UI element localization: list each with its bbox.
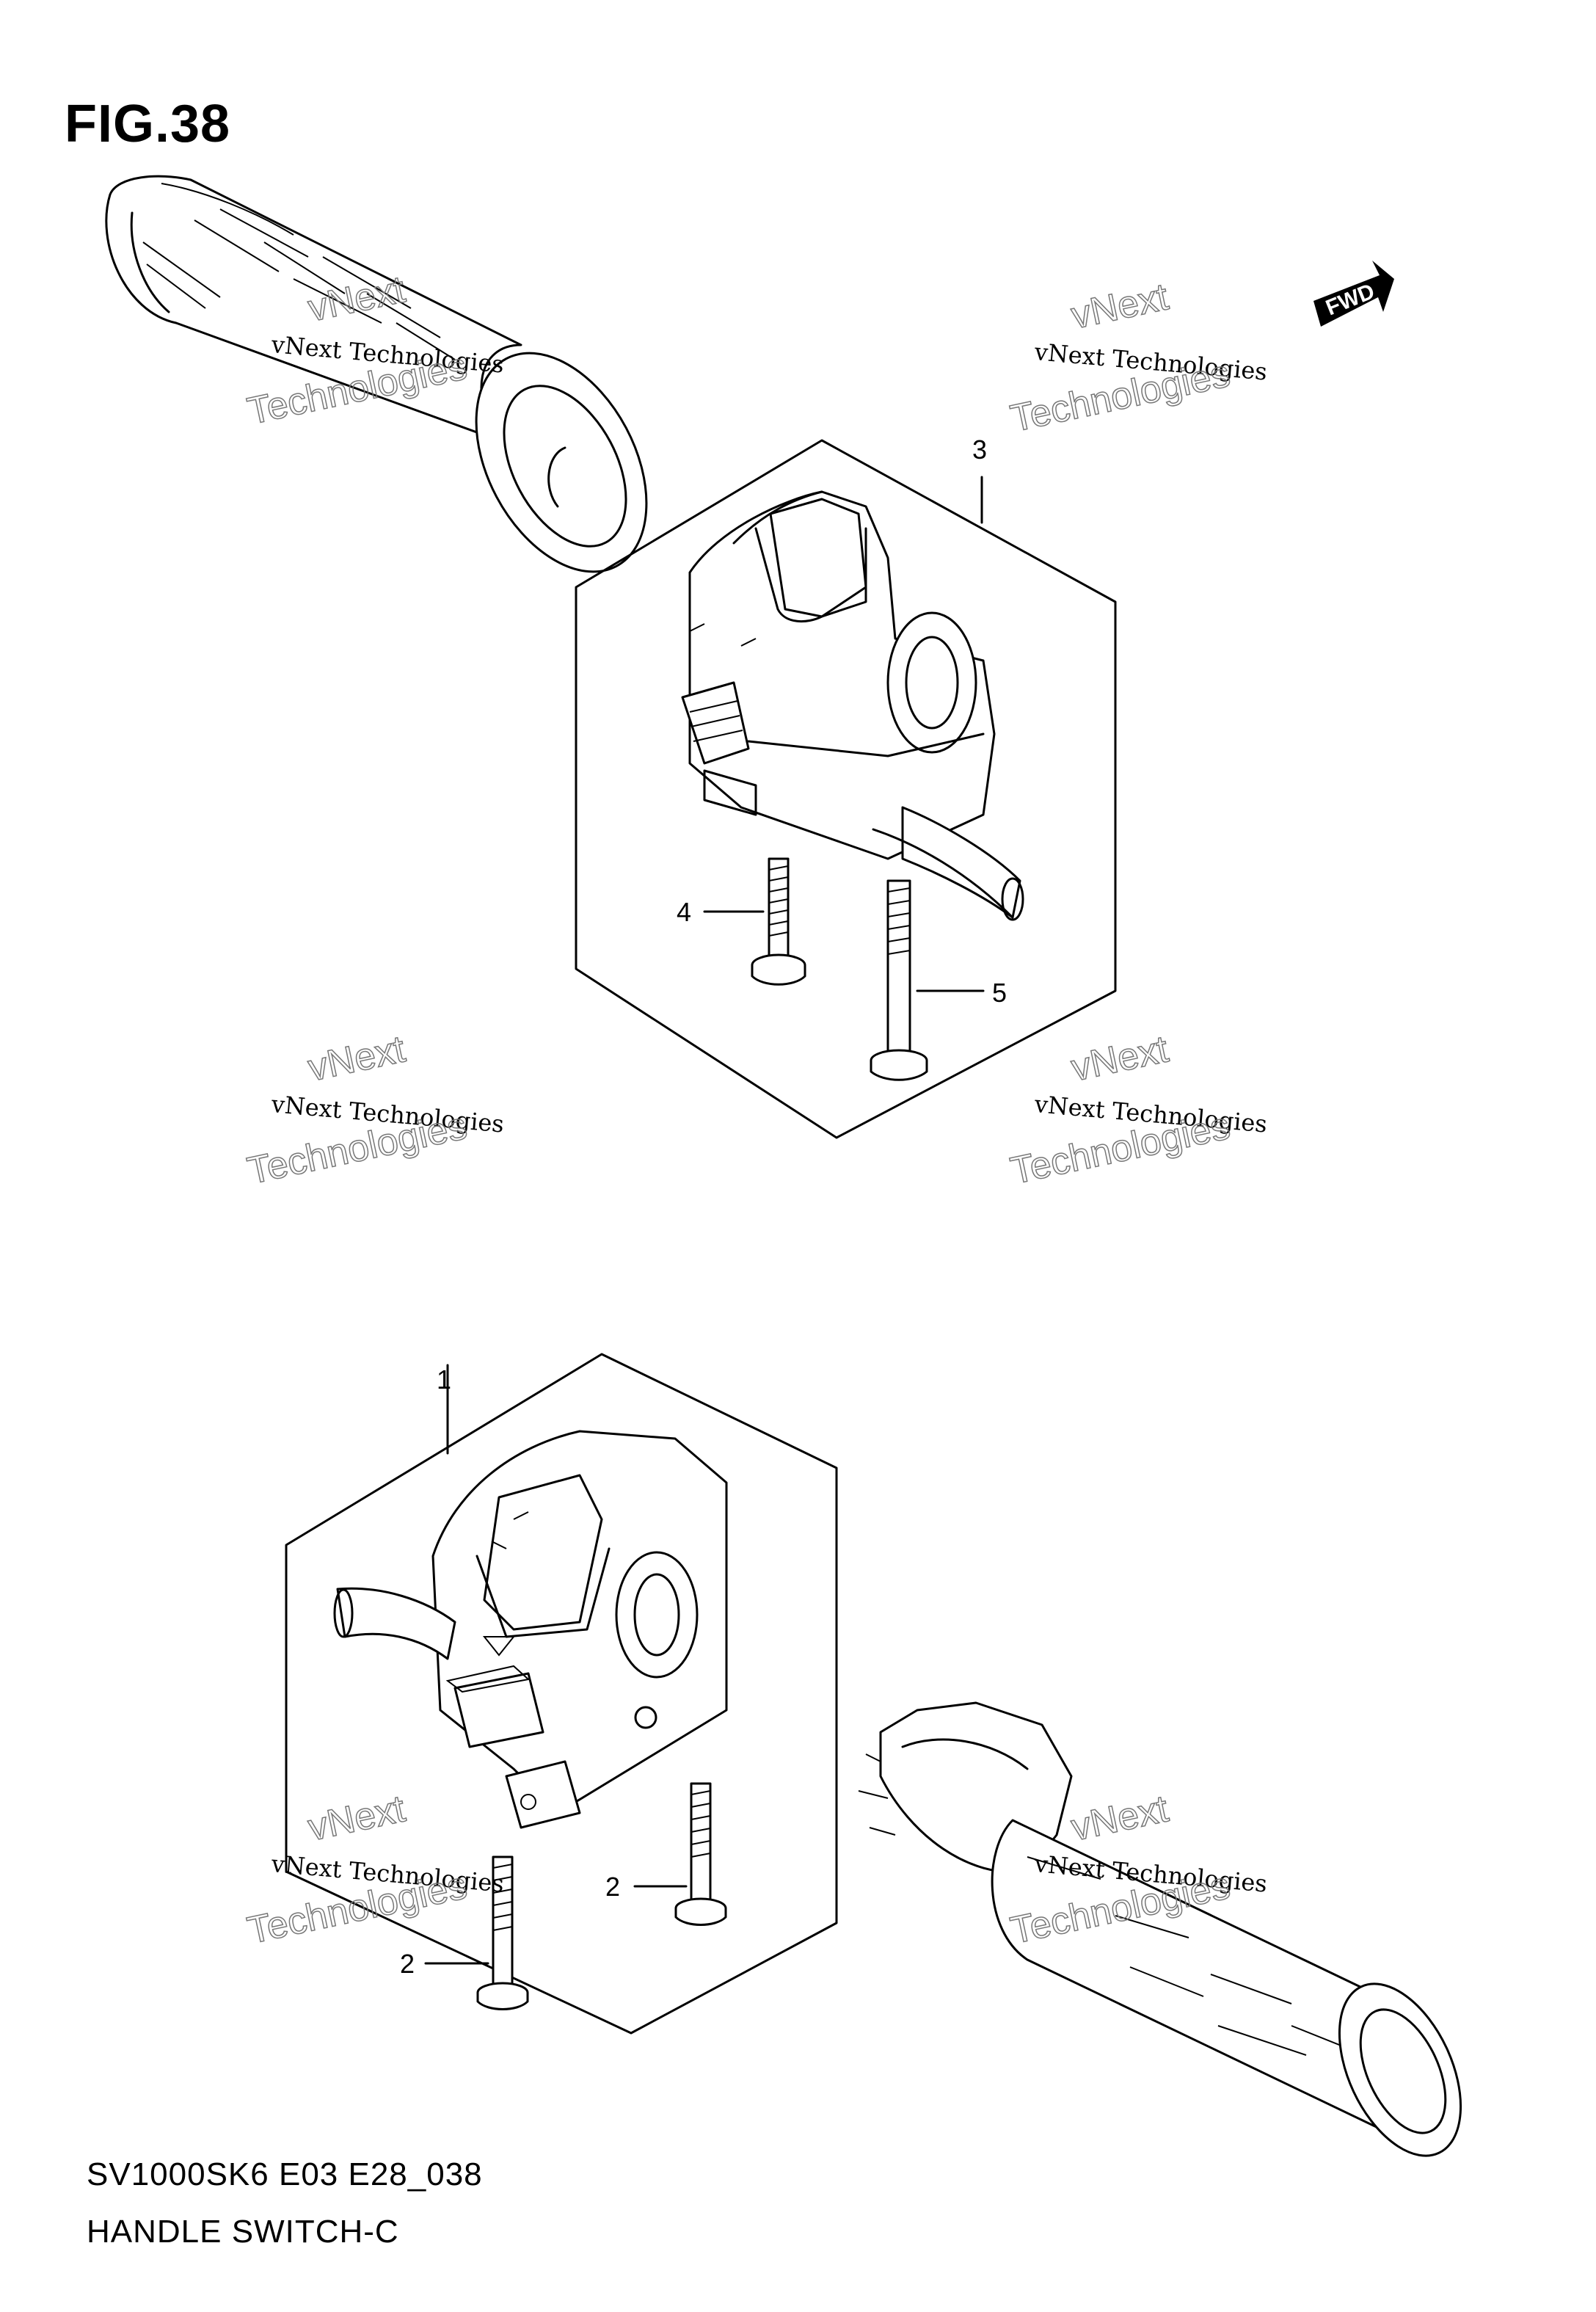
figure-title: FIG.38: [65, 95, 231, 153]
assembly-frame-1: [285, 1353, 838, 2035]
svg-text:vNext: vNext: [305, 1028, 409, 1089]
right-handle-switch: [333, 1430, 728, 1829]
svg-text:vNext: vNext: [1068, 1028, 1173, 1089]
assembly-frame-3: [575, 439, 1117, 1139]
screw-4: [751, 857, 806, 986]
watermark-5: vNext vNext Technologies Technologies: [244, 1786, 506, 1952]
screw-5: [870, 879, 928, 1081]
screw-2b: [476, 1855, 529, 2010]
watermark-2: vNext vNext Technologies Technologies: [1007, 275, 1269, 440]
grip-bottom-right: [858, 1701, 1462, 2157]
svg-text:vNext: vNext: [1068, 275, 1173, 337]
section-name: HANDLE SWITCH-C: [87, 2214, 399, 2250]
callout-4: 4: [677, 897, 691, 927]
callout-2b: 2: [400, 1949, 415, 1979]
screw-2a: [674, 1782, 727, 1926]
model-code: SV1000SK6 E03 E28_038: [87, 2156, 483, 2192]
callout-1: 1: [437, 1364, 451, 1395]
callout-3: 3: [972, 435, 987, 465]
svg-text:vNext: vNext: [1068, 1787, 1173, 1849]
svg-text:vNext: vNext: [305, 1787, 409, 1849]
callout-5: 5: [992, 978, 1007, 1008]
callout-2a: 2: [605, 1872, 620, 1902]
grip-top-left: [105, 175, 648, 573]
fwd-label: FWD: [1322, 279, 1378, 320]
watermark-4: vNext vNext Technologies Technologies: [1007, 1027, 1269, 1193]
left-handle-switch: [681, 490, 1024, 921]
watermark-3: vNext vNext Technologies Technologies: [244, 1027, 506, 1193]
fwd-arrow-icon: FWD: [1313, 261, 1394, 327]
